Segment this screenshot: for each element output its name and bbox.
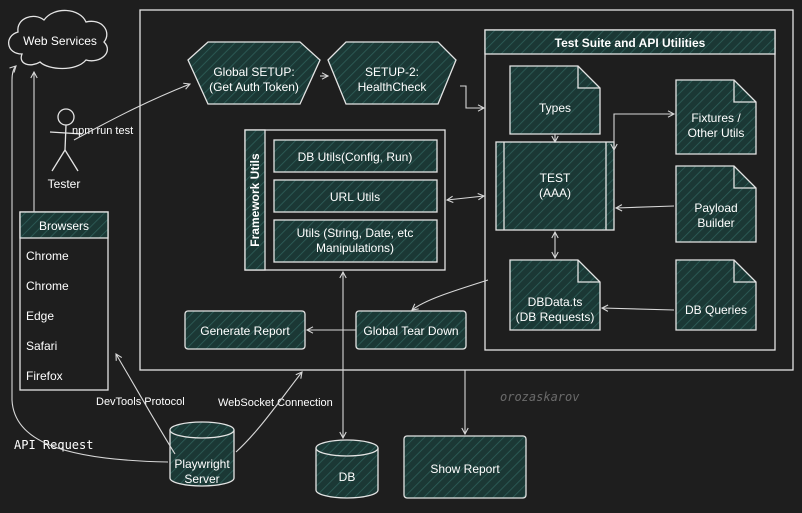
tester-head [57, 108, 75, 126]
test-node: TEST (AAA) [495, 141, 615, 231]
api-request-arrow [9, 65, 169, 463]
suite-to-teardown-arrow [411, 279, 489, 311]
api-request-label: API Request [14, 438, 93, 452]
payload-line2: Builder [697, 216, 734, 230]
payload-builder-node: Payload Builder [675, 165, 757, 243]
db-queries-node: DB Queries [675, 259, 757, 331]
db-queries-label: DB Queries [685, 303, 747, 317]
global-setup-node: Global SETUP: (Get Auth Token) [187, 41, 321, 105]
payload-line1: Payload [694, 201, 737, 215]
generate-report-label: Generate Report [200, 324, 290, 338]
setup2-node: SETUP-2: HealthCheck [327, 41, 457, 105]
db-label: DB [339, 470, 356, 484]
connectors [9, 65, 676, 463]
web-services-cloud: Web Services [8, 9, 109, 70]
db-utils-label: DB Utils(Config, Run) [298, 150, 413, 164]
utils-line1: Utils (String, Date, etc [297, 226, 414, 240]
url-utils-label: URL Utils [330, 190, 380, 204]
fixtures-node: Fixtures / Other Utils [675, 79, 757, 155]
framework-utils-container: Framework Utils DB Utils(Config, Run) UR… [244, 129, 446, 271]
tester-figure: Tester [48, 108, 83, 191]
framework-test-arrow [445, 192, 486, 204]
tester-label: Tester [48, 177, 81, 191]
fixtures-line2: Other Utils [688, 126, 745, 140]
dbqueries-to-dbdata-arrow [600, 304, 675, 312]
setup2-to-suite-arrow [460, 85, 486, 112]
fixtures-line1: Fixtures / [691, 111, 741, 125]
playwright-server-node: Playwright Server [169, 421, 235, 487]
browser-item: Edge [26, 309, 54, 323]
browsers-container: Browsers Chrome Chrome Edge Safari Firef… [19, 211, 109, 391]
show-report-node: Show Report [403, 435, 527, 499]
global-teardown-label: Global Tear Down [363, 324, 458, 338]
browser-item: Chrome [26, 249, 69, 263]
browsers-title: Browsers [39, 219, 89, 233]
test-line2: (AAA) [539, 186, 571, 200]
browser-item: Firefox [26, 369, 63, 383]
global-setup-line2: (Get Auth Token) [209, 80, 299, 94]
watermark-label: orozaskarov [500, 390, 580, 404]
utils-line2: Manipulations) [316, 241, 394, 255]
payload-to-test-arrow [614, 204, 675, 212]
npm-run-test-label: npm run test [72, 125, 133, 137]
show-report-label: Show Report [430, 462, 500, 476]
setup2-line1: SETUP-2: [365, 65, 419, 79]
generate-report-node: Generate Report [184, 310, 306, 350]
types-node: Types [509, 65, 601, 135]
url-utils-box [273, 179, 438, 213]
setup2-line2: HealthCheck [358, 80, 428, 94]
playwright-line1: Playwright [174, 457, 230, 471]
browser-item: Chrome [26, 279, 69, 293]
dbdata-node: DBData.ts (DB Requests) [509, 259, 601, 331]
db-node: DB [315, 439, 379, 499]
test-line1: TEST [540, 171, 571, 185]
browser-item: Safari [26, 339, 57, 353]
devtools-arrow [115, 352, 176, 455]
global-teardown-node: Global Tear Down [355, 310, 467, 350]
test-suite-title: Test Suite and API Utilities [555, 36, 706, 50]
devtools-protocol-label: DevTools Protocol [96, 396, 185, 408]
types-label: Types [539, 101, 571, 115]
playwright-line2: Server [184, 472, 219, 486]
outer-frame [139, 9, 794, 371]
dbdata-line1: DBData.ts [528, 295, 583, 309]
global-setup-line1: Global SETUP: [213, 65, 294, 79]
web-services-label: Web Services [23, 34, 97, 48]
utils-box [273, 219, 438, 263]
test-fixtures-arrow [610, 110, 676, 152]
framework-utils-label: Framework Utils [248, 153, 262, 247]
websocket-arrow [235, 371, 303, 453]
tester-to-setup-arrow [73, 82, 192, 141]
db-utils-box [273, 139, 438, 173]
dbdata-line2: (DB Requests) [516, 310, 595, 324]
websocket-connection-label: WebSocket Connection [218, 397, 333, 409]
test-suite-container: Test Suite and API Utilities [484, 29, 776, 351]
